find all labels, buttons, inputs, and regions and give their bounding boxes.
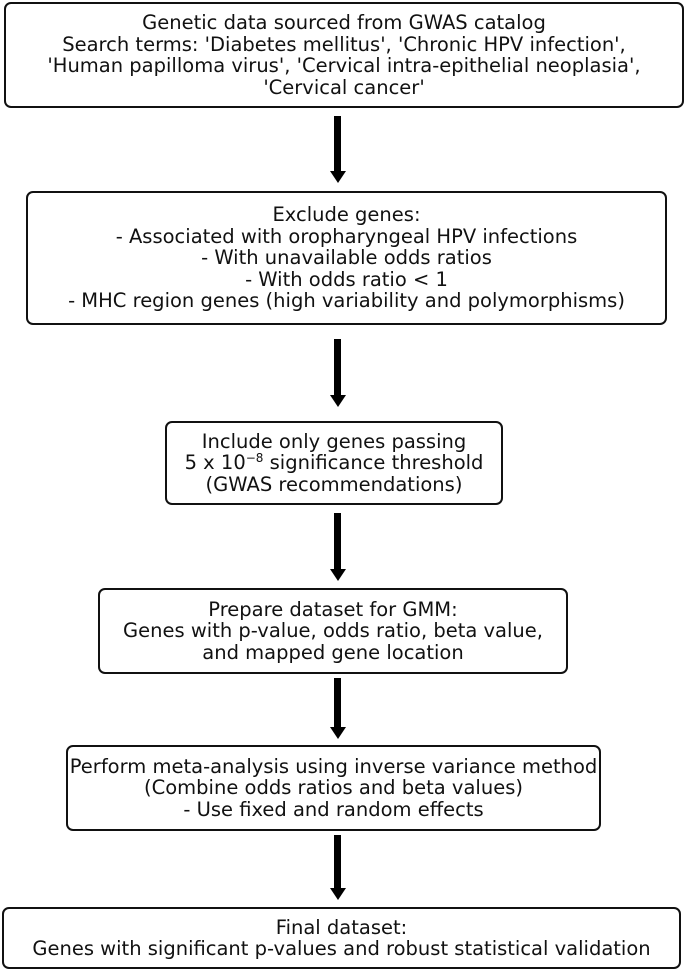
exclude-criterion-oropharyngeal: - Associated with oropharyngeal HPV infe…: [115, 224, 578, 248]
step-exclude-genes: Exclude genes: - Associated with orophar…: [26, 191, 667, 325]
flow-arrow-4: [328, 678, 348, 739]
gwas-search-terms-line-1: Search terms: 'Diabetes mellitus', 'Chro…: [62, 32, 626, 56]
flow-arrow-1: [328, 116, 348, 183]
step-gwas-source: Genetic data sourced from GWAS catalog S…: [4, 2, 684, 108]
flow-arrow-5: [328, 835, 348, 900]
exclude-genes-title: Exclude genes:: [272, 203, 421, 227]
meta-analysis-line-3: - Use fixed and random effects: [183, 797, 484, 821]
step-prepare-dataset: Prepare dataset for GMM: Genes with p-va…: [98, 588, 568, 674]
threshold-line-1: Include only genes passing: [201, 429, 467, 453]
threshold-exponent: −8: [245, 451, 264, 466]
prepare-dataset-title: Prepare dataset for GMM:: [208, 597, 458, 621]
threshold-base: 5 x 10: [184, 451, 246, 475]
arrow-head: [330, 395, 346, 407]
arrow-head: [330, 727, 346, 739]
final-dataset-title: Final dataset:: [275, 915, 408, 939]
step-final-dataset: Final dataset: Genes with significant p-…: [2, 907, 681, 969]
threshold-suffix: significance threshold: [263, 451, 484, 475]
exclude-criterion-or-below-1: - With odds ratio < 1: [245, 267, 448, 291]
exclude-criterion-unavailable-or: - With unavailable odds ratios: [201, 246, 492, 270]
threshold-line-3: (GWAS recommendations): [205, 472, 463, 496]
threshold-line-2: 5 x 10−8 significance threshold: [185, 452, 484, 474]
arrow-shaft: [334, 513, 341, 570]
flow-arrow-3: [328, 513, 348, 581]
meta-analysis-line-2: (Combine odds ratios and beta values): [144, 776, 523, 800]
prepare-dataset-line-3: and mapped gene location: [202, 640, 464, 664]
arrow-head: [330, 888, 346, 900]
flow-arrow-2: [328, 339, 348, 407]
gwas-search-terms-line-2: 'Human papilloma virus', 'Cervical intra…: [47, 54, 641, 77]
arrow-head: [330, 569, 346, 581]
arrow-shaft: [334, 116, 341, 172]
arrow-shaft: [334, 678, 341, 728]
exclude-criterion-mhc: - MHC region genes (high variability and…: [68, 289, 625, 313]
gwas-source-title: Genetic data sourced from GWAS catalog: [142, 11, 546, 34]
step-meta-analysis: Perform meta-analysis using inverse vari…: [66, 745, 601, 831]
arrow-head: [330, 171, 346, 183]
arrow-shaft: [334, 835, 341, 889]
prepare-dataset-line-2: Genes with p-value, odds ratio, beta val…: [123, 619, 543, 643]
final-dataset-description: Genes with significant p-values and robu…: [32, 937, 651, 960]
step-significance-threshold: Include only genes passing 5 x 10−8 sign…: [165, 421, 503, 505]
meta-analysis-title: Perform meta-analysis using inverse vari…: [69, 754, 598, 778]
arrow-shaft: [334, 339, 341, 396]
gwas-search-terms-line-3: 'Cervical cancer': [263, 75, 425, 99]
